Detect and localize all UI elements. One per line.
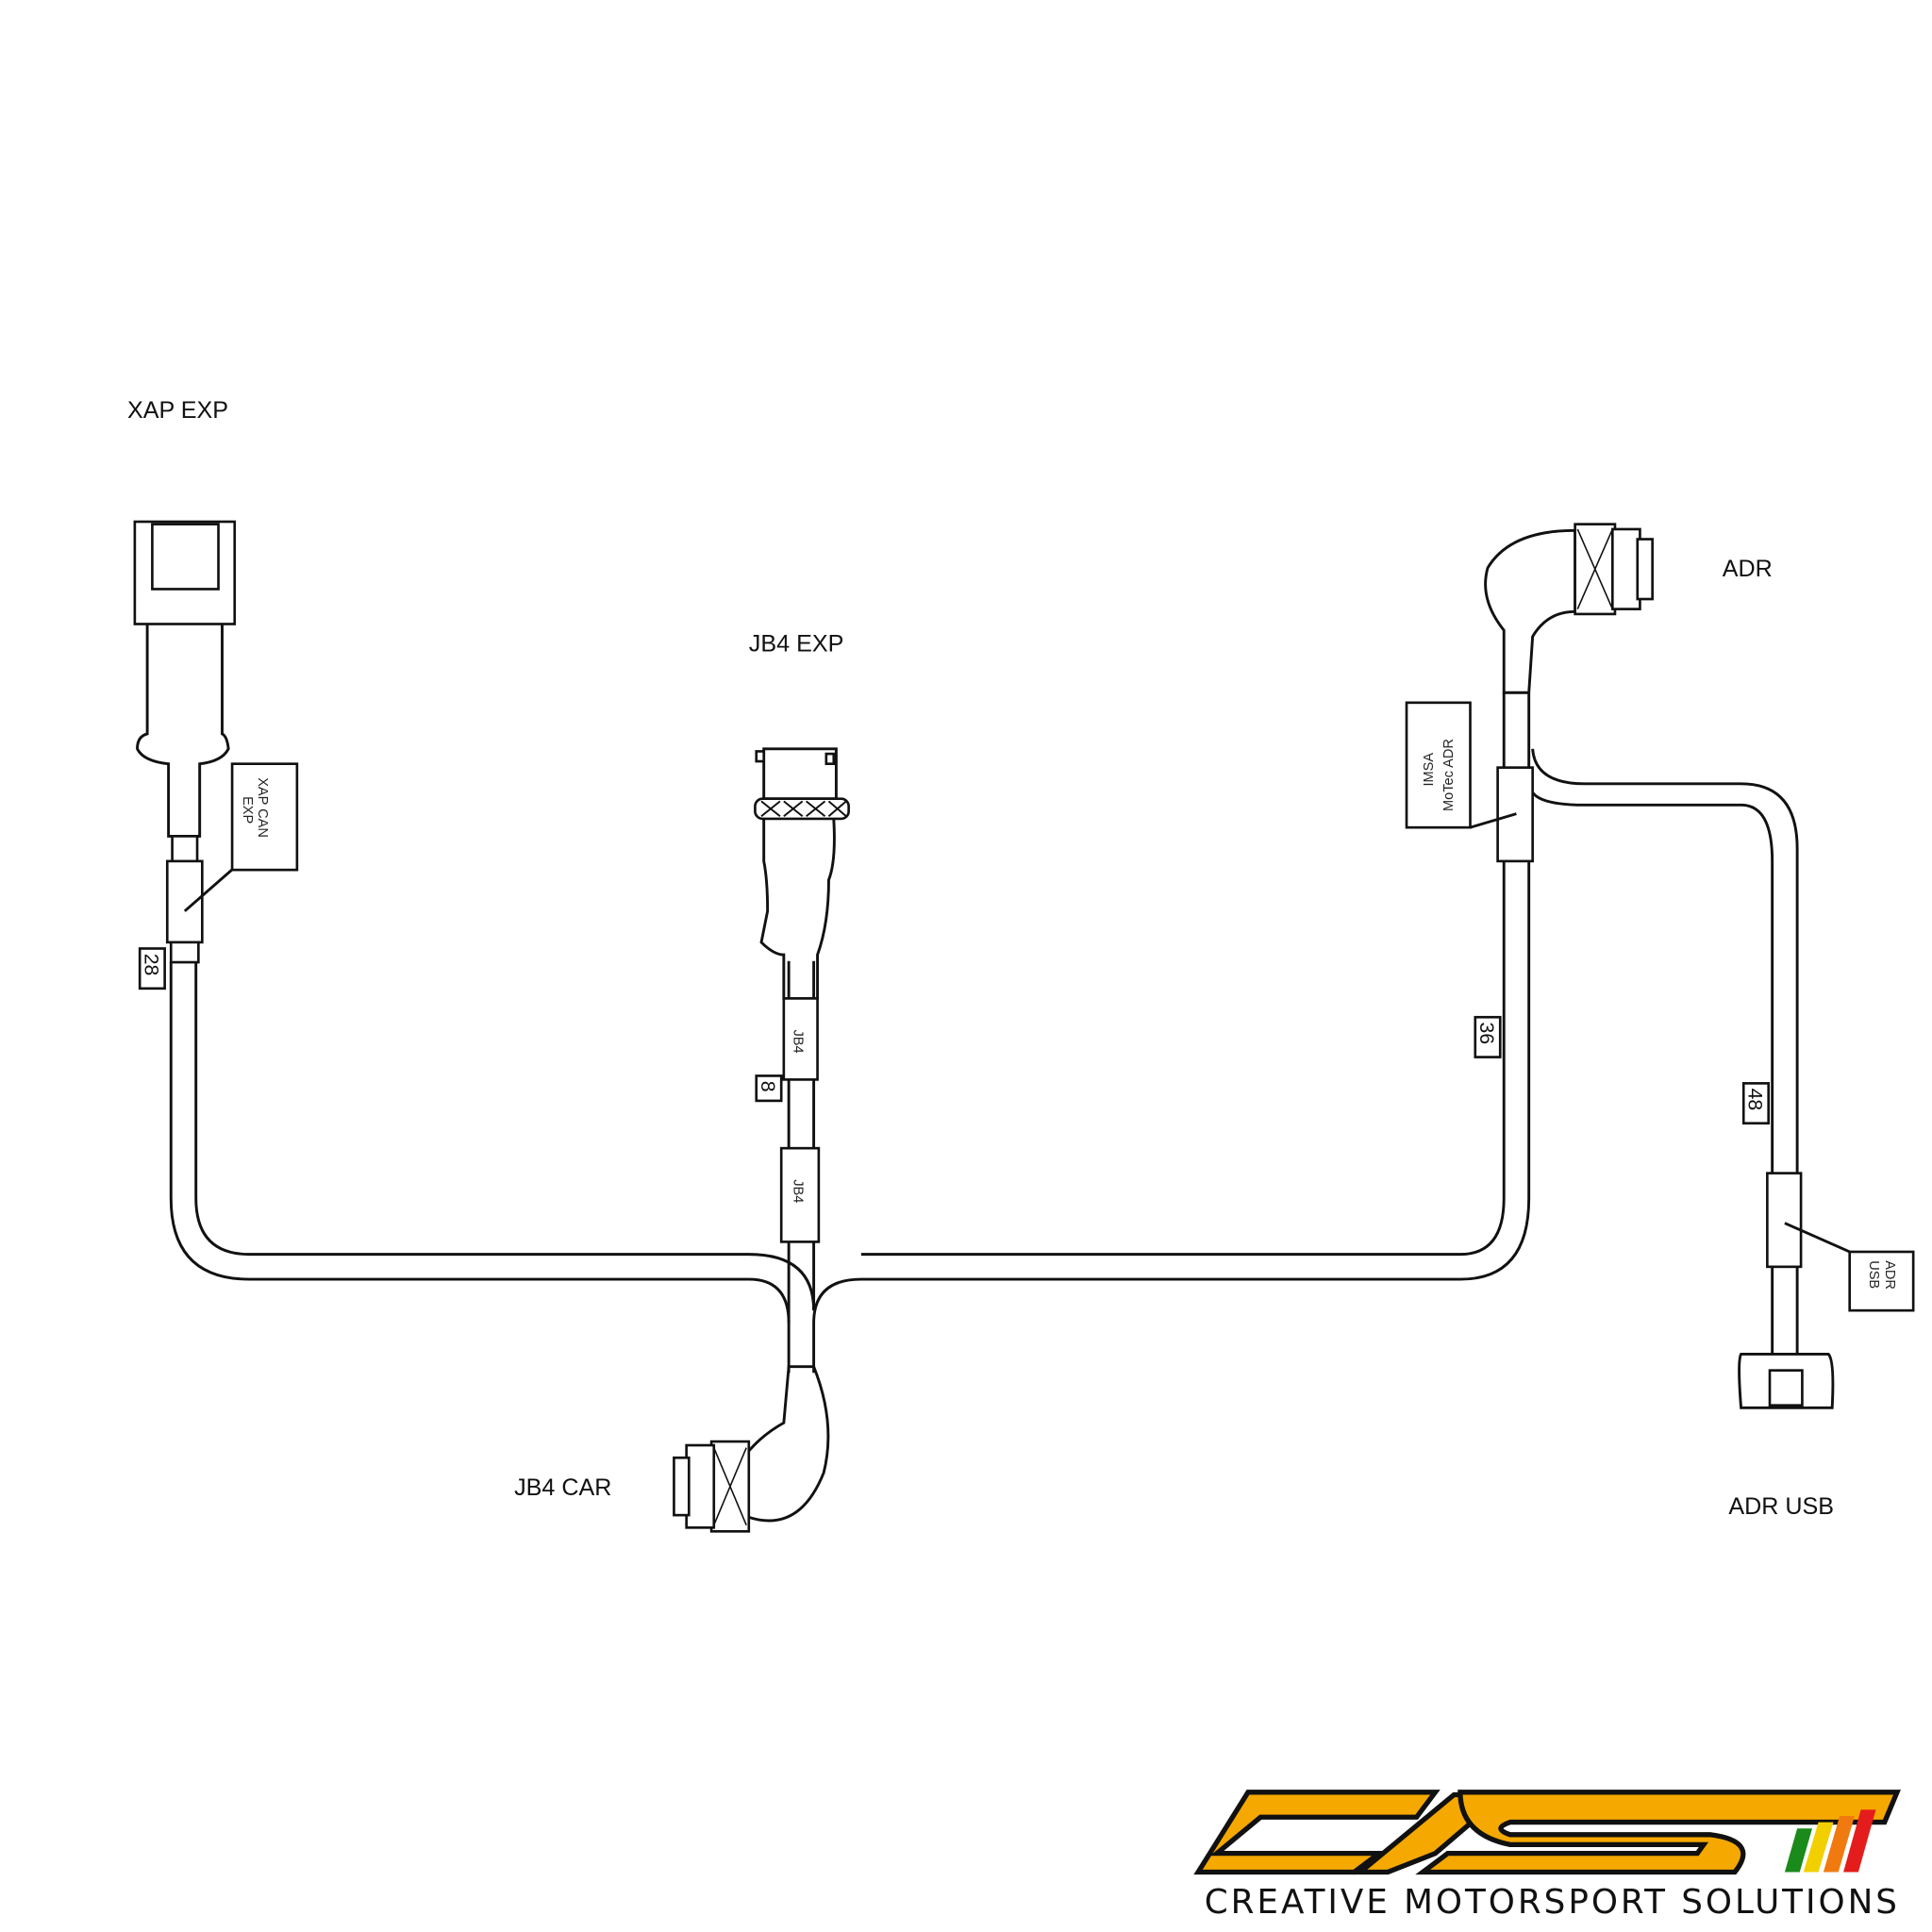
svg-text:8: 8 [757,1081,778,1092]
jb4-car-connector [673,1365,830,1533]
label-adr: ADR [1723,556,1773,582]
cable-paths [169,692,1799,1374]
tag-text: IMSA [1422,753,1437,787]
length-badge-8: 8 [755,1074,783,1103]
svg-text:48: 48 [1744,1089,1766,1111]
label-jb4-car: JB4 CAR [514,1474,611,1501]
tag-text: EXP [240,796,255,824]
adr-usb-connector [1738,1352,1835,1409]
label-xap-exp: XAP EXP [127,397,228,424]
tag-text: USB [1866,1260,1881,1289]
svg-text:28: 28 [140,954,161,976]
adr-sleeve [1470,766,1534,863]
label-jb4-exp: JB4 EXP [749,631,844,658]
tag-adr-usb: ADR USB [1848,1250,1915,1312]
length-badge-48: 48 [1741,1082,1771,1125]
tag-imsa-motec-adr: IMSA MoTec ADR [1405,701,1472,829]
jb4-exp-connector: JB4 JB4 [754,747,850,1243]
tag-jb4-upper: JB4 [790,1029,805,1053]
label-adr-usb: ADR USB [1728,1493,1834,1520]
tag-jb4-lower: JB4 [790,1179,805,1203]
tag-text: XAP CAN [255,777,270,838]
adr-usb-sleeve [1766,1172,1851,1269]
logo-tagline: CREATIVE MOTORSPORT SOLUTIONS [1205,1883,1897,1922]
svg-text:36: 36 [1475,1023,1497,1045]
tag-text: ADR [1882,1260,1897,1290]
tag-xap-can-exp: XAP CAN EXP [230,762,299,872]
length-badge-28: 28 [138,947,166,991]
tag-text: MoTec ADR [1441,739,1457,811]
adr-connector [1484,523,1654,694]
cms-logo: CREATIVE MOTORSPORT SOLUTIONS [1193,1790,1901,1922]
length-badge-36: 36 [1474,1015,1502,1058]
xap-exp-connector [133,520,237,964]
